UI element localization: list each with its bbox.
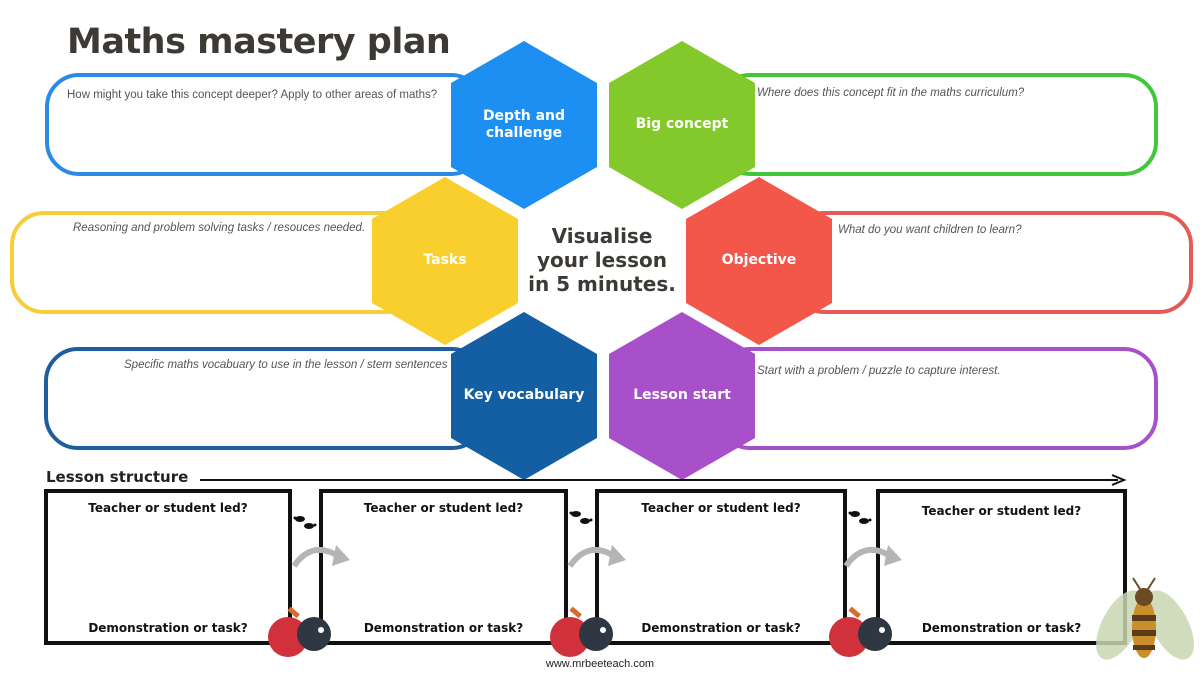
step-4-question-led: Teacher or student led? [921, 504, 1082, 518]
footprints-icon [293, 516, 317, 529]
tasks-hex: Tasks [372, 177, 518, 345]
footprints-icon [848, 511, 872, 524]
big-concept-prompt: Where does this concept fit in the maths… [757, 87, 1025, 99]
lesson-start-prompt: Start with a problem / puzzle to capture… [757, 365, 1001, 377]
vocabulary-pill[interactable] [44, 347, 486, 450]
objective-pill[interactable] [790, 211, 1193, 314]
vocabulary-prompt: Specific maths vocabuary to use in the l… [124, 359, 448, 371]
tasks-prompt: Reasoning and problem solving tasks / re… [73, 222, 366, 234]
objective-prompt: What do you want children to learn? [838, 224, 1022, 236]
objective-hex: Objective [686, 177, 832, 345]
depth-pill[interactable] [45, 73, 485, 176]
lesson-step-1[interactable]: Teacher or student led? Demonstration or… [44, 489, 292, 645]
footprints-icon [569, 511, 593, 524]
center-line-2: your lesson [536, 248, 668, 272]
step-3-question-type: Demonstration or task? [641, 621, 801, 635]
depth-prompt: How might you take this concept deeper? … [67, 89, 438, 101]
page-title: Maths mastery plan [67, 22, 451, 62]
lesson-step-2[interactable]: Teacher or student led? Demonstration or… [319, 489, 568, 645]
big-concept-pill[interactable] [716, 73, 1158, 176]
step-3-question-led: Teacher or student led? [641, 501, 801, 515]
center-message: Visualise your lesson in 5 minutes. [512, 224, 692, 296]
lesson-start-pill[interactable] [716, 347, 1158, 450]
step-1-question-led: Teacher or student led? [88, 501, 248, 515]
lesson-structure-label: Lesson structure [46, 468, 189, 486]
tasks-pill[interactable] [10, 211, 420, 314]
step-4-question-type: Demonstration or task? [921, 621, 1082, 635]
lesson-step-4[interactable]: Teacher or student led? Demonstration or… [876, 489, 1127, 645]
step-1-question-type: Demonstration or task? [88, 621, 248, 635]
step-2-question-type: Demonstration or task? [363, 621, 524, 635]
lesson-start-hex: Lesson start [609, 312, 755, 480]
step-2-question-led: Teacher or student led? [363, 501, 524, 515]
lesson-step-3[interactable]: Teacher or student led? Demonstration or… [595, 489, 847, 645]
center-line-3: in 5 minutes. [528, 272, 676, 296]
website-url[interactable]: www.mrbeeteach.com [545, 658, 655, 670]
big-concept-hex: Big concept [609, 41, 755, 209]
key-vocabulary-hex: Key vocabulary [451, 312, 597, 480]
center-line-1: Visualise [551, 224, 653, 248]
depth-challenge-hex: Depth and challenge [451, 41, 597, 209]
